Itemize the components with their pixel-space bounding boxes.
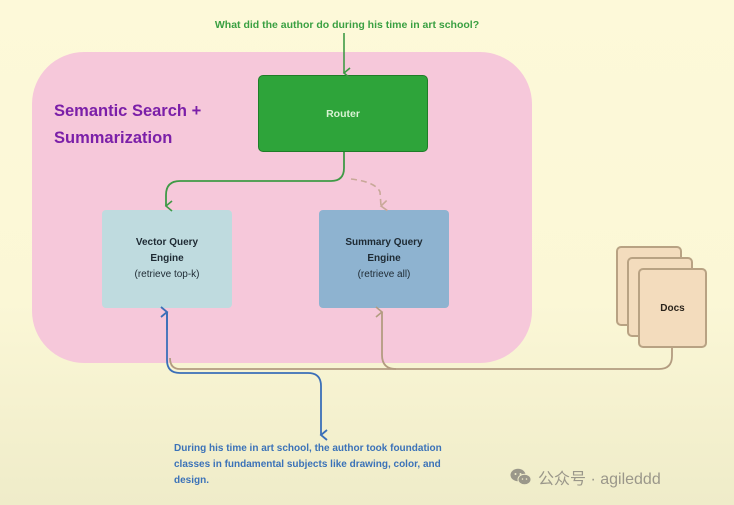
docs-to-summary-arrow (375, 306, 397, 370)
router-label: Router (326, 107, 360, 120)
summary-engine-name-line1: Summary Query (345, 237, 423, 248)
summary-query-engine-node: Summary Query Engine (retrieve all) (319, 210, 449, 308)
summary-engine-detail: (retrieve all) (357, 269, 411, 280)
group-title-line1: Semantic Search + (54, 102, 202, 120)
vector-to-answer-arrow (166, 312, 328, 441)
router-to-vector-arrow (164, 152, 345, 212)
vector-query-engine-node: Vector Query Engine (retrieve top-k) (102, 210, 232, 308)
group-title: Semantic Search + Summarization (54, 98, 254, 152)
vector-engine-name-line1: Vector Query (135, 237, 199, 248)
vector-engine-detail: (retrieve top-k) (134, 269, 200, 280)
summary-engine-name-line2: Engine (367, 253, 401, 264)
watermark-text: 公众号 · agileddd (538, 471, 661, 488)
docs-node: Docs (638, 268, 707, 348)
answer-text: During his time in art school, the autho… (174, 443, 442, 486)
user-query: What did the author do during his time i… (214, 19, 480, 31)
router-to-summary-dashed-arrow (350, 178, 388, 212)
watermark: 公众号 · agileddd (510, 465, 661, 489)
vector-engine-name-line2: Engine (150, 253, 184, 264)
docs-to-engines-wire (169, 348, 673, 370)
group-title-line2: Summarization (54, 129, 173, 147)
docs-label: Docs (660, 302, 685, 314)
wechat-icon (510, 468, 532, 486)
